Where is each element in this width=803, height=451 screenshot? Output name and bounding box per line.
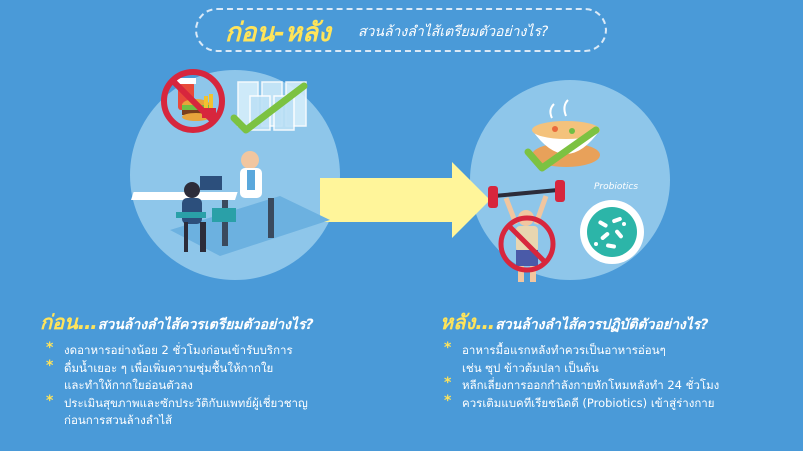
before-tip-2: ดื่มน้ำเยอะ ๆ เพื่อเพิ่มความชุ่มชื้นให้ก…: [64, 360, 274, 393]
after-tip-2: หลีกเลี่ยงการออกกำลังกายหักโหมหลังทำ 24 …: [462, 378, 720, 392]
after-tip-3: ควรเติมแบคทีเรียชนิดดี (Probiotics) เข้า…: [462, 395, 715, 410]
bullet-star-icon: *: [444, 340, 452, 356]
title-frame: [195, 8, 607, 52]
list-item: * ดื่มน้ำเยอะ ๆ เพื่อเพิ่มความชุ่มชื้นให้…: [44, 357, 384, 395]
before-heading-accent: ก่อน…: [40, 310, 98, 334]
probiotics-label: Probiotics: [594, 182, 639, 192]
page-subtitle: สวนล้างลำไส้เตรียมตัวอย่างไร?: [358, 24, 549, 40]
bullet-star-icon: *: [444, 392, 452, 409]
after-heading-accent: หลัง…: [440, 310, 496, 334]
list-item: * งดอาหารอย่างน้อย 2 ชั่วโมงก่อนเข้ารับบร…: [44, 340, 384, 360]
page-title: ก่อน-หลัง: [225, 18, 331, 48]
bullet-star-icon: *: [46, 340, 54, 356]
list-item: * อาหารมื้อแรกหลังทำควรเป็นอาหารอ่อนๆ เช่…: [442, 340, 782, 377]
probiotics-icon: [580, 200, 644, 264]
list-item: * หลีกเลี่ยงการออกกำลังกายหักโหมหลังทำ 24…: [442, 375, 782, 395]
before-tip-1: งดอาหารอย่างน้อย 2 ชั่วโมงก่อนเข้ารับบริ…: [64, 343, 293, 357]
after-heading: หลัง…สวนล้างลำไส้ควรปฏิบัติตัวอย่างไร?: [440, 306, 708, 338]
list-item: * ควรเติมแบคทีเรียชนิดดี (Probiotics) เข้…: [442, 392, 782, 413]
doctor-consultation-illustration: [131, 151, 330, 256]
before-tips-list: * งดอาหารอย่างน้อย 2 ชั่วโมงก่อนเข้ารับบร…: [44, 340, 384, 430]
after-tip-1: อาหารมื้อแรกหลังทำควรเป็นอาหารอ่อนๆ เช่น…: [462, 343, 666, 375]
fast-food-prohibited-icon: [161, 69, 225, 133]
before-tip-3: ประเมินสุขภาพและซักประวัติกับแพทย์ผู้เชี…: [64, 395, 308, 428]
weightlifting-prohibited-icon: [488, 180, 565, 282]
bullet-star-icon: *: [444, 375, 452, 391]
before-heading: ก่อน…สวนล้างลำไส้ควรเตรียมตัวอย่างไร?: [40, 306, 314, 338]
right-arrow-icon: [320, 162, 490, 238]
check-icon: [230, 82, 308, 134]
bullet-star-icon: *: [46, 392, 54, 409]
bullet-star-icon: *: [46, 357, 54, 374]
check-icon: [524, 126, 600, 172]
after-heading-text: สวนล้างลำไส้ควรปฏิบัติตัวอย่างไร?: [495, 317, 709, 333]
after-tips-list: * อาหารมื้อแรกหลังทำควรเป็นอาหารอ่อนๆ เช่…: [442, 340, 782, 413]
before-heading-text: สวนล้างลำไส้ควรเตรียมตัวอย่างไร?: [97, 317, 314, 333]
list-item: * ประเมินสุขภาพและซักประวัติกับแพทย์ผู้เช…: [44, 392, 384, 430]
